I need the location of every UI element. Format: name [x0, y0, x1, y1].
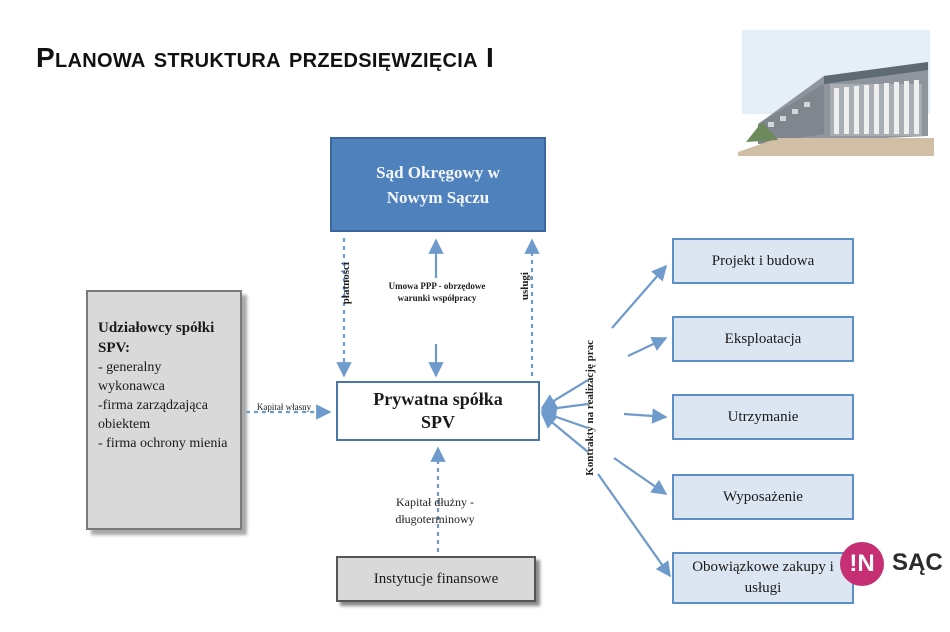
shareholder-item: - firma ochrony mienia [98, 436, 228, 451]
in-sacz-logo: !N SĄC [836, 540, 950, 588]
court-building-photo [738, 26, 934, 156]
slide-title: Planowa struktura przedsięwzięcia I [36, 42, 495, 73]
arrow-wyposazenie [613, 457, 668, 495]
label-kapital-wlasny: Kapitał własny [256, 402, 312, 412]
contract-obowiazkowe: Obowiązkowe zakupy i usługi [672, 552, 854, 604]
label-umowa-ppp: Umowa PPP - obrzędowe warunki współpracy [388, 281, 486, 303]
contract-projekt: Projekt i budowa [672, 238, 854, 284]
arrow-utrzymanie [623, 408, 668, 424]
shareholders-node: Udziałowcy spółki SPV: - generalny wykon… [86, 290, 242, 530]
contract-utrzymanie: Utrzymanie [672, 394, 854, 440]
shareholder-item: - generalny wykonawca [98, 360, 165, 394]
label-kontrakty: Kontrakty na realizację prac [584, 340, 596, 476]
label-platnosci: płatności [340, 262, 352, 305]
arrow-fan-4 [540, 413, 589, 453]
finance-node: Instytucje finansowe [336, 556, 536, 602]
logo-text: SĄC [892, 549, 943, 576]
arrow-obowiazkowe [597, 473, 671, 578]
contract-wyposazenie: Wyposażenie [672, 474, 854, 520]
logo-badge: !N [840, 542, 884, 586]
arrow-eksploatacja [627, 336, 668, 357]
spv-node: Prywatna spółka SPV [336, 381, 540, 441]
label-kapital-dluzny: Kapitał dłużny - długoterminowy [395, 495, 475, 526]
court-node: Sąd Okręgowy w Nowym Sączu [330, 137, 546, 232]
arrow-fan-2 [540, 400, 589, 416]
contract-eksploatacja: Eksploatacja [672, 316, 854, 362]
arrow-projekt [611, 264, 668, 329]
shareholders-heading: Udziałowcy spółki SPV: [98, 320, 215, 356]
shareholder-item: -firma zarządzająca obiektem [98, 398, 208, 432]
label-uslugi: usługi [519, 272, 531, 301]
